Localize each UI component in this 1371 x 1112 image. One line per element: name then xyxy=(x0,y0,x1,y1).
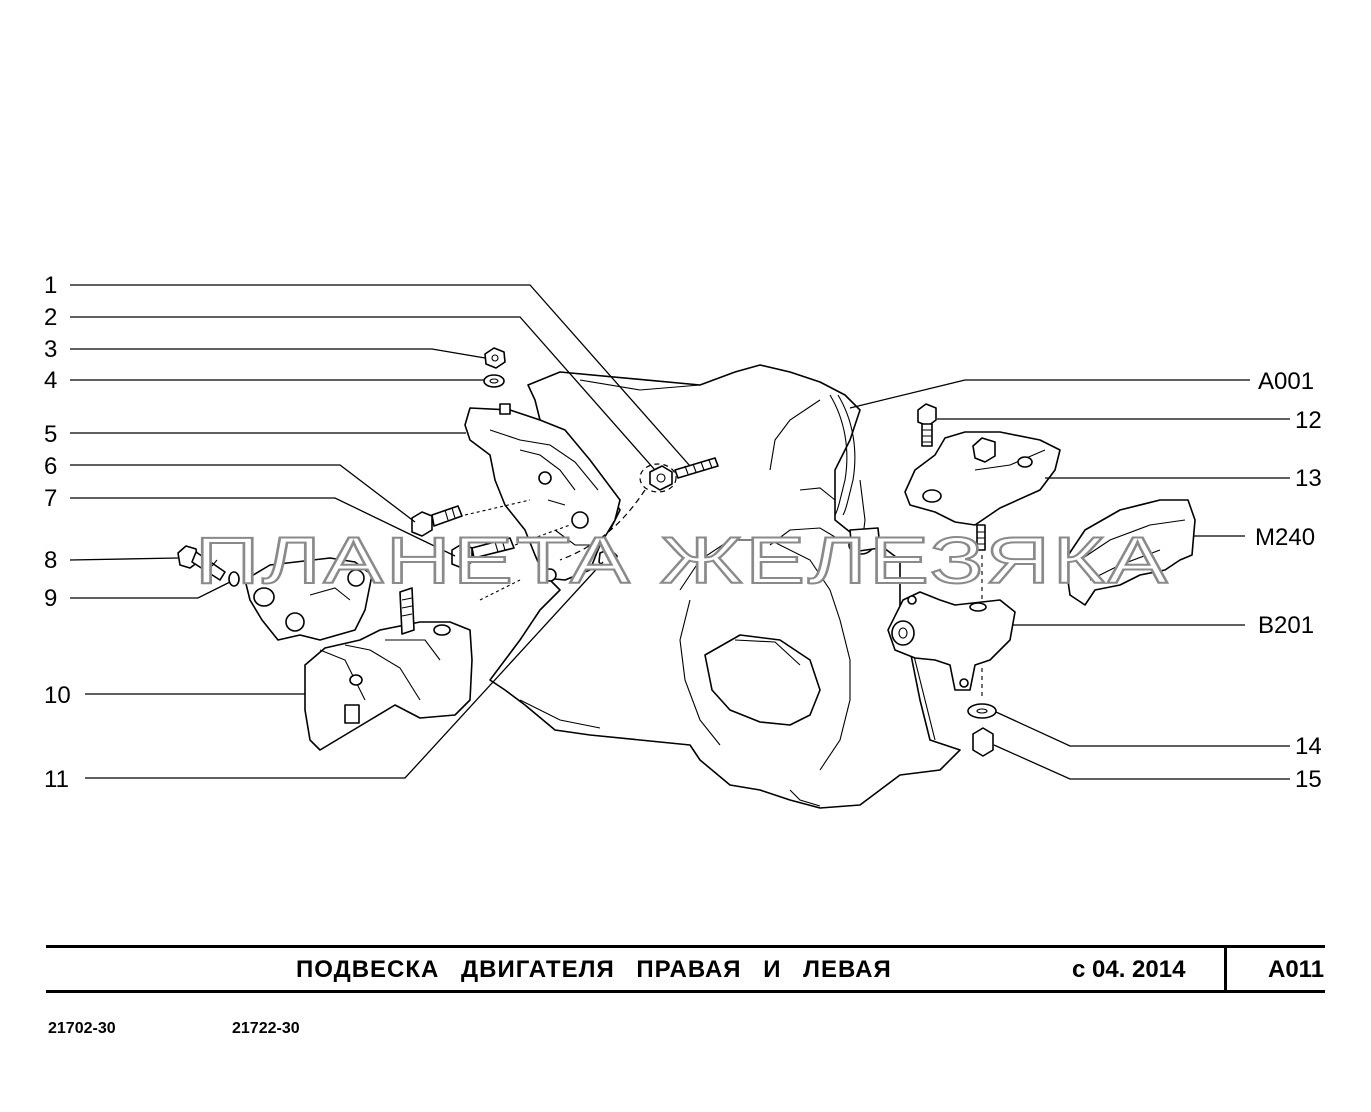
engine-mount-part-10 xyxy=(304,587,473,751)
callouts-right: A001 12 13 M240 B201 14 15 xyxy=(1255,368,1322,793)
callout-3: 3 xyxy=(44,336,57,363)
heat-shield-M240 xyxy=(1064,499,1196,606)
mount-bracket-left xyxy=(244,557,373,641)
title-block: ПОДВЕСКА ДВИГАТЕЛЯ ПРАВАЯ И ЛЕВАЯ с 04. … xyxy=(46,945,1325,993)
callouts-left: 1 2 3 4 5 6 7 8 9 10 11 xyxy=(44,272,71,793)
callout-10: 10 xyxy=(44,682,71,709)
bolt-part-6 xyxy=(411,505,463,537)
callout-14: 14 xyxy=(1295,733,1322,760)
callout-9: 9 xyxy=(44,585,57,612)
bracket-part-5 xyxy=(464,403,621,582)
bracket-B201 xyxy=(887,591,1016,691)
washer-part-4 xyxy=(483,374,505,388)
callout-A001: A001 xyxy=(1258,368,1314,395)
stud-part-1 xyxy=(674,457,719,479)
callout-M240: M240 xyxy=(1255,524,1315,551)
bolt-part-7 xyxy=(451,537,515,569)
leader-lines xyxy=(69,284,1290,780)
bolt-part-8 xyxy=(177,545,226,581)
callout-6: 6 xyxy=(44,453,57,480)
title-code: A011 xyxy=(1268,956,1325,983)
callout-13: 13 xyxy=(1295,465,1322,492)
model-code-1: 21702-30 xyxy=(48,1020,116,1037)
callout-15: 15 xyxy=(1295,766,1322,793)
nut-part-15 xyxy=(972,727,994,757)
engine-mount-part-13 xyxy=(904,431,1061,551)
callout-11: 11 xyxy=(44,766,69,793)
title-divider xyxy=(1224,948,1227,990)
watermark: ПЛАНЕТА ЖЕЛЕЗЯКА xyxy=(195,523,1170,597)
callout-8: 8 xyxy=(44,547,57,574)
page-title: ПОДВЕСКА ДВИГАТЕЛЯ ПРАВАЯ И ЛЕВАЯ xyxy=(296,956,892,983)
callout-2: 2 xyxy=(44,304,57,331)
callout-B201: B201 xyxy=(1258,612,1314,639)
nut-part-2 xyxy=(559,463,677,561)
washer-part-14 xyxy=(967,703,997,719)
bushing-part-11 xyxy=(598,548,618,569)
nut-part-3 xyxy=(484,347,506,369)
washer-part-9 xyxy=(228,571,240,587)
pipe-part xyxy=(849,527,881,553)
callout-12: 12 xyxy=(1295,407,1322,434)
title-date: с 04. 2014 xyxy=(1072,956,1186,983)
callout-4: 4 xyxy=(44,367,57,394)
bolt-part-12 xyxy=(917,403,937,447)
model-code-2: 21722-30 xyxy=(232,1020,300,1037)
callout-7: 7 xyxy=(44,485,57,512)
callout-5: 5 xyxy=(44,421,57,448)
callout-1: 1 xyxy=(44,272,57,299)
